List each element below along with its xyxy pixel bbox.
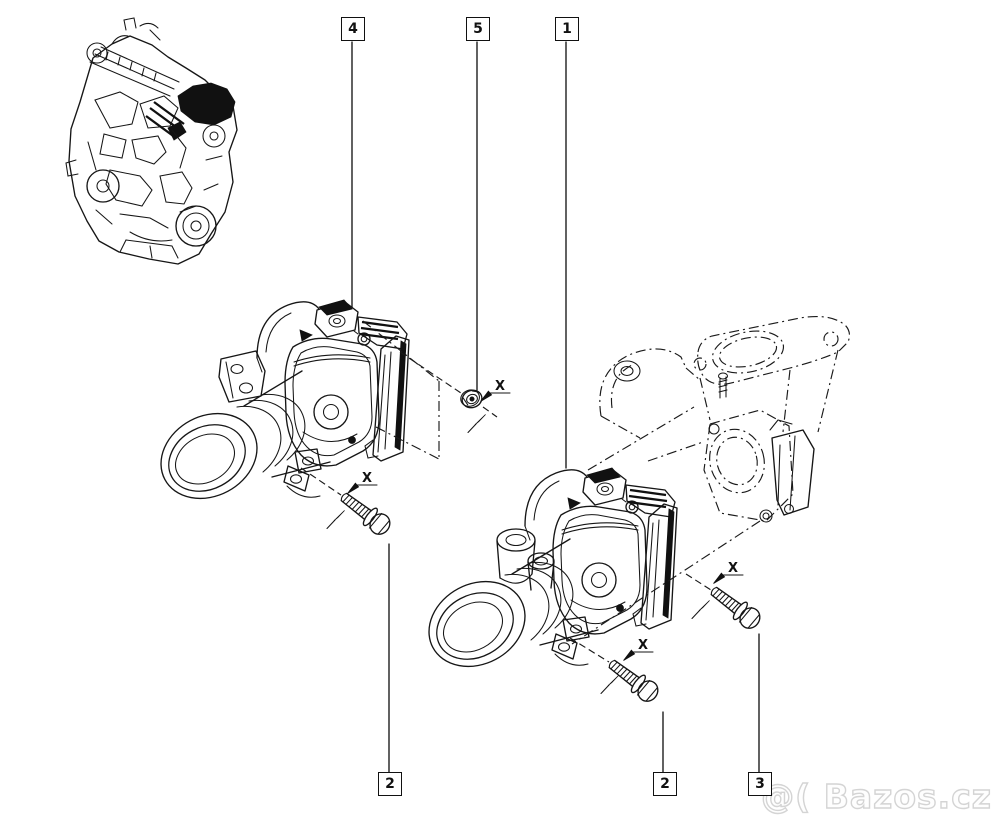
bolt-item2-right-drawing [569, 637, 663, 706]
nut-item5-drawing [399, 351, 498, 418]
callout-box-3: 3 [748, 772, 772, 796]
callout-box-5: 5 [466, 17, 490, 41]
callout-box-1: 1 [555, 17, 579, 41]
callout-label: 2 [660, 776, 670, 792]
manifold-mounting-drawing [571, 315, 851, 645]
bolt-item3-drawing [685, 573, 765, 633]
torque-mark-bolt2-left [326, 470, 378, 530]
callout-label: 2 [385, 776, 395, 792]
callout-label: 3 [755, 776, 765, 792]
callout-box-2-left: 2 [378, 772, 402, 796]
callout-label: 1 [562, 21, 572, 37]
torque-mark-nut [467, 378, 511, 434]
throttle-body-item4-drawing [144, 298, 440, 516]
engine-locator-drawing [65, 17, 238, 265]
callout-box-2-right: 2 [653, 772, 677, 796]
callout-label: 5 [473, 21, 483, 37]
callout-label: 4 [348, 21, 358, 37]
watermark: @( Bazos.cz [761, 777, 992, 816]
bolt-item2-left-drawing [300, 467, 395, 539]
callout-box-4: 4 [341, 17, 365, 41]
callout-leader-lines [351, 41, 760, 773]
highlighted-part-marker [177, 82, 236, 126]
torque-mark-bolt3 [691, 560, 744, 620]
throttle-body-item1-drawing [412, 466, 679, 684]
